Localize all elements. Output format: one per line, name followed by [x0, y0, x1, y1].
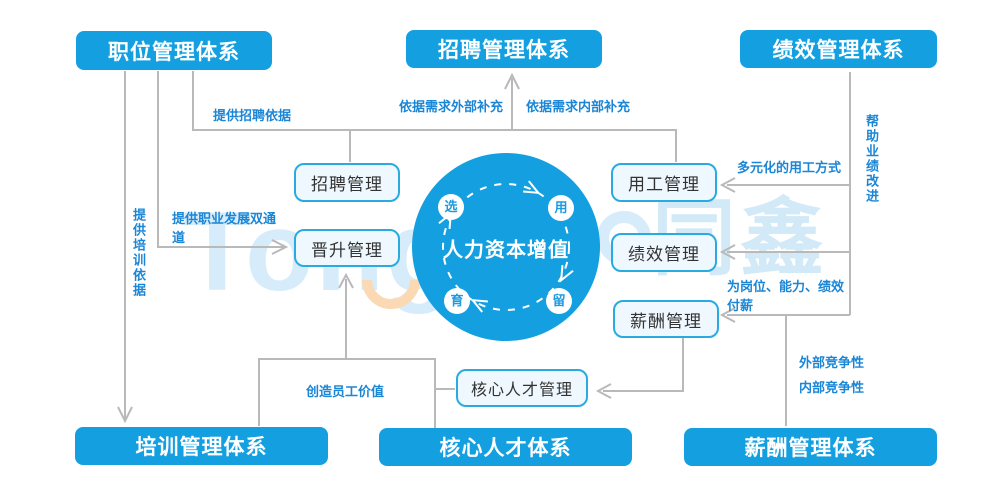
cycle-title: 人力资本增值	[443, 239, 569, 262]
label-external-supplement: 依据需求外部补充	[399, 99, 504, 114]
cycle-node-use: 用	[548, 195, 574, 221]
module-box-compensation: 薪酬管理	[613, 300, 719, 338]
connector-core-talent-system-bus	[258, 272, 455, 428]
label-provide-recruitment-basis: 提供招聘依据	[213, 108, 292, 123]
label-pay-for-position-ability-performance: 为岗位、能力、绩效付薪	[727, 279, 845, 313]
system-box-compensation: 薪酬管理体系	[684, 428, 937, 466]
watermark-orange-arc-icon	[362, 280, 420, 309]
cycle-node-retain: 留	[546, 288, 572, 314]
system-box-core-talent: 核心人才体系	[379, 428, 632, 466]
human-capital-cycle: 选 用 留 育 人力资本增值	[412, 153, 600, 341]
connector-performance-spine	[719, 72, 851, 426]
system-box-recruitment: 招聘管理体系	[406, 30, 602, 68]
module-box-recruitment: 招聘管理	[294, 163, 400, 202]
connector-recruitment-bus	[192, 71, 677, 162]
label-provide-training-basis: 提供培训依据	[131, 208, 146, 298]
system-box-position: 职位管理体系	[76, 31, 272, 70]
label-internal-supplement: 依据需求内部补充	[526, 99, 631, 114]
cycle-node-select: 选	[438, 194, 464, 220]
connector-position-to-training	[117, 71, 133, 424]
label-dual-career-channel: 提供职业发展双通道	[172, 211, 277, 245]
connector-compensation-to-core-talent	[595, 338, 684, 399]
label-create-employee-value: 创造员工价值	[306, 384, 385, 399]
cycle-arrow-icon	[470, 298, 488, 313]
module-box-employment: 用工管理	[611, 163, 717, 202]
cycle-arrow-icon	[523, 180, 541, 195]
module-box-promotion: 晋升管理	[294, 229, 400, 267]
label-internal-competitiveness: 内部竞争性	[799, 380, 865, 395]
cycle-arrow-icon	[559, 265, 574, 283]
label-external-competitiveness: 外部竞争性	[799, 355, 865, 370]
system-box-performance: 绩效管理体系	[740, 30, 937, 68]
module-box-performance: 绩效管理	[611, 233, 717, 272]
cycle-node-develop: 育	[444, 288, 470, 314]
label-help-performance-improvement: 帮助业绩改进	[864, 114, 879, 204]
label-diversified-employment: 多元化的用工方式	[737, 160, 842, 175]
connector-position-to-promotion	[157, 71, 289, 255]
module-box-core-talent: 核心人才管理	[456, 369, 588, 407]
system-box-training: 培训管理体系	[75, 427, 328, 465]
